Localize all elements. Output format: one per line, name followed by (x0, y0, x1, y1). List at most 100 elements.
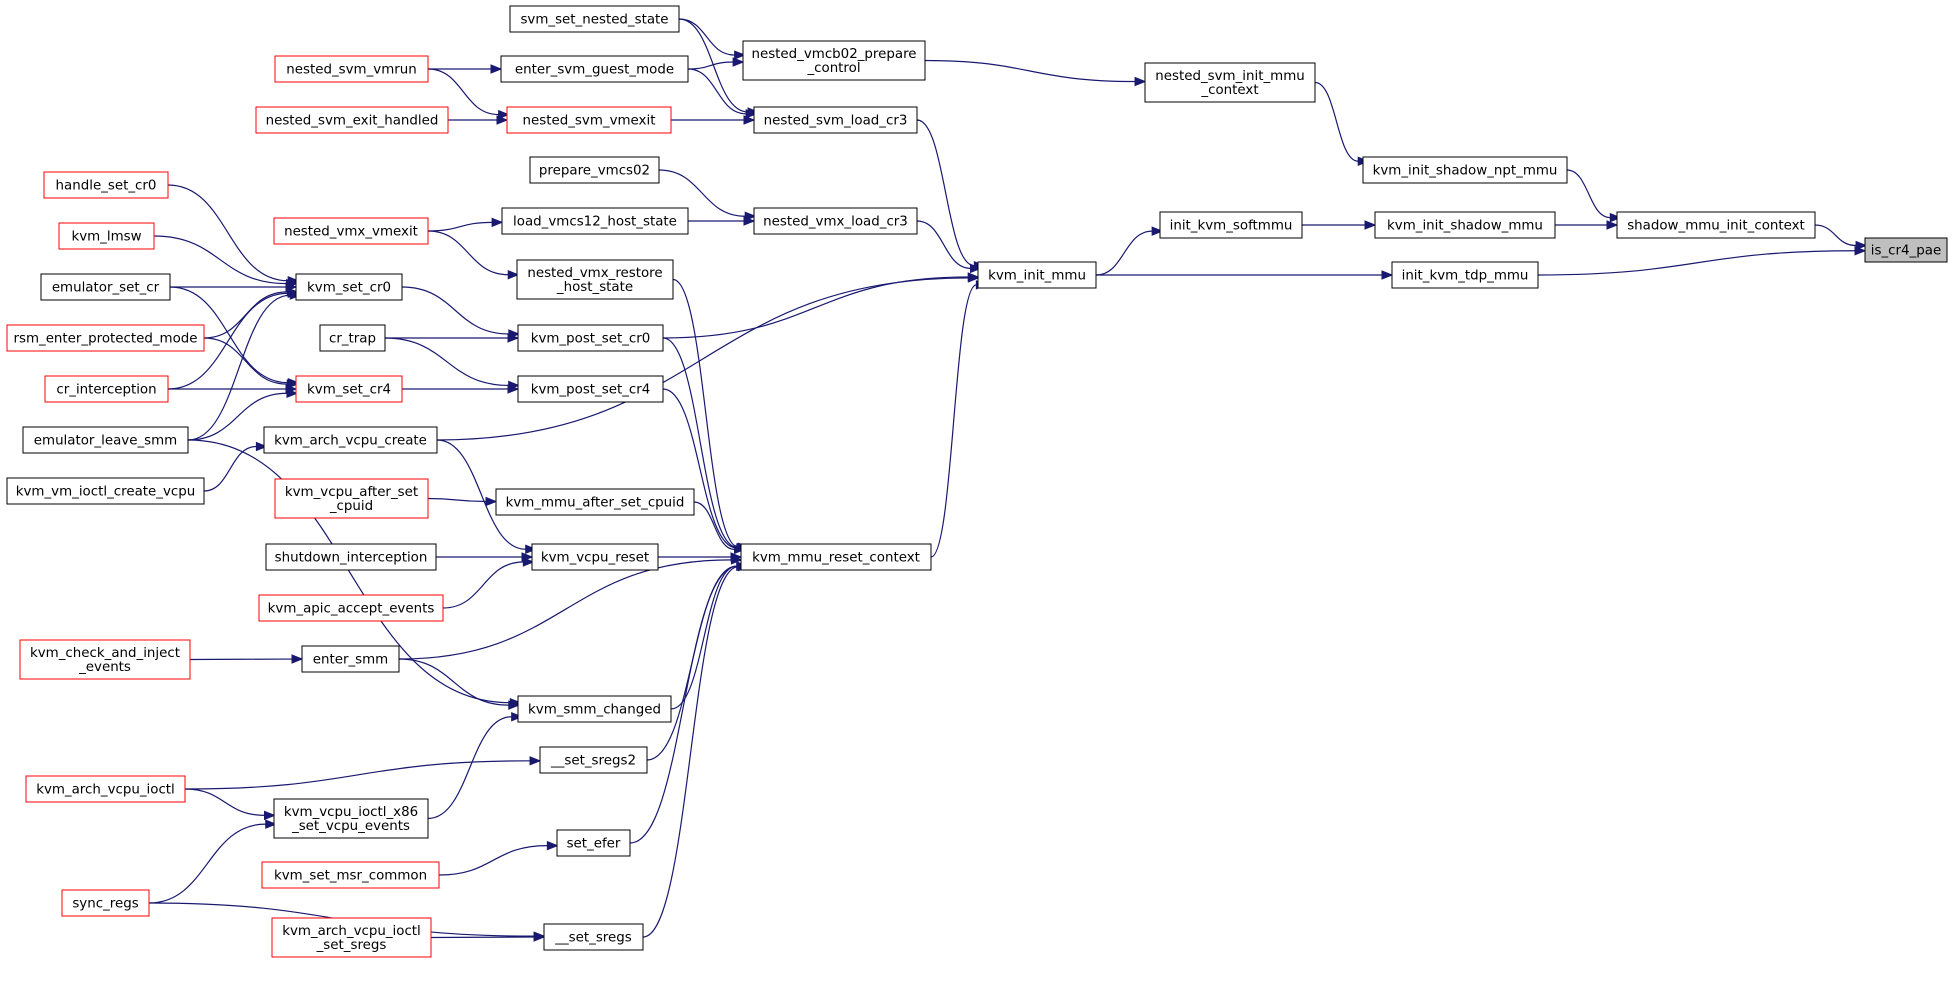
node-load_vmcs12_host_state[interactable]: load_vmcs12_host_state (501, 207, 689, 235)
edge-line (662, 276, 969, 339)
node-label: kvm_post_set_cr4 (531, 383, 651, 398)
node-kvm_init_shadow_mmu[interactable]: kvm_init_shadow_mmu (1374, 211, 1556, 239)
node-kvm_vcpu_ioctl_x86_set_vcpu_events[interactable]: kvm_vcpu_ioctl_x86_set_vcpu_events (273, 798, 429, 839)
edge-line (1314, 81, 1359, 162)
node-box (517, 375, 664, 403)
edge-line (436, 439, 526, 550)
node-label: _control (806, 61, 860, 76)
node-kvm_vm_ioctl_create_vcpu[interactable]: kvm_vm_ioctl_create_vcpu (6, 477, 205, 505)
node-emulator_set_cr[interactable]: emulator_set_cr (40, 273, 171, 301)
edge-cr_trap-to-kvm_post_set_cr0 (384, 333, 520, 343)
edge-line (427, 497, 487, 503)
node-__set_sregs[interactable]: __set_sregs (543, 923, 644, 951)
node-kvm_lmsw[interactable]: kvm_lmsw (58, 222, 155, 250)
node-label: kvm_arch_vcpu_ioctl (36, 783, 175, 798)
node-rsm_enter_protected_mode[interactable]: rsm_enter_protected_mode (6, 324, 205, 352)
node-set_efer[interactable]: set_efer (556, 829, 631, 857)
node-label: nested_svm_vmexit (523, 114, 656, 129)
node-handle_set_cr0[interactable]: handle_set_cr0 (43, 171, 169, 199)
node-init_kvm_softmmu[interactable]: init_kvm_softmmu (1159, 211, 1303, 239)
edge-line (670, 565, 737, 710)
node-shutdown_interception[interactable]: shutdown_interception (265, 543, 437, 571)
node-box (516, 259, 674, 300)
node-box (517, 324, 664, 352)
node-kvm_smm_changed[interactable]: kvm_smm_changed (517, 695, 672, 723)
node-init_kvm_tdp_mmu[interactable]: init_kvm_tdp_mmu (1391, 261, 1539, 289)
node-kvm_set_cr4[interactable]: kvm_set_cr4 (295, 375, 403, 403)
edge-layer (148, 18, 1868, 942)
node-label: _host_state (556, 280, 633, 295)
edge-kvm_arch_vcpu_ioctl-to-kvm_vcpu_ioctl_x86_set_vcpu_events (184, 788, 276, 821)
arrowhead-icon (265, 819, 278, 829)
node-label: nested_vmx_restore (527, 266, 662, 281)
node-kvm_vcpu_after_set_cpuid[interactable]: kvm_vcpu_after_set_cpuid (274, 478, 429, 519)
node-box (1391, 261, 1539, 289)
edge-kvm_init_shadow_mmu-to-shadow_mmu_init_context (1554, 220, 1619, 230)
node-emulator_leave_smm[interactable]: emulator_leave_smm (22, 426, 189, 454)
edge-sync_regs-to-kvm_vcpu_ioctl_x86_set_vcpu_events (148, 819, 278, 904)
edge-kvm_init_shadow_npt_mmu-to-shadow_mmu_init_context (1566, 169, 1622, 223)
node-label: is_cr4_pae (1871, 244, 1941, 259)
node-kvm_mmu_after_set_cpuid[interactable]: kvm_mmu_after_set_cpuid (495, 488, 695, 516)
node-kvm_mmu_reset_context[interactable]: kvm_mmu_reset_context (740, 543, 932, 571)
node-nested_vmx_vmexit[interactable]: nested_vmx_vmexit (273, 217, 429, 245)
node-__set_sregs2[interactable]: __set_sregs2 (539, 746, 648, 774)
node-svm_set_nested_state[interactable]: svm_set_nested_state (509, 5, 680, 33)
node-kvm_set_msr_common[interactable]: kvm_set_msr_common (261, 861, 440, 889)
arrowhead-icon (507, 384, 520, 394)
edge-rsm_enter_protected_mode-to-kvm_set_cr0 (203, 287, 299, 339)
node-nested_vmx_load_cr3[interactable]: nested_vmx_load_cr3 (753, 207, 918, 235)
node-kvm_set_cr0[interactable]: kvm_set_cr0 (295, 273, 403, 301)
edge-line (1566, 169, 1611, 219)
edge-cr_trap-to-kvm_post_set_cr4 (384, 337, 521, 391)
node-box (22, 426, 189, 454)
node-enter_smm[interactable]: enter_smm (301, 645, 400, 673)
node-label: enter_svm_guest_mode (515, 63, 674, 78)
edge-nested_vmx_vmexit-to-load_vmcs12_host_state (427, 217, 504, 232)
node-nested_vmx_restore_host_state[interactable]: nested_vmx_restore_host_state (516, 259, 674, 300)
node-kvm_init_mmu[interactable]: kvm_init_mmu (977, 261, 1097, 289)
node-cr_trap[interactable]: cr_trap (319, 324, 386, 352)
node-kvm_vcpu_reset[interactable]: kvm_vcpu_reset (531, 543, 659, 571)
edge-line (1814, 224, 1857, 247)
node-label: kvm_apic_accept_events (268, 602, 435, 617)
node-box (517, 695, 672, 723)
node-is_cr4_pae[interactable]: is_cr4_pae (1864, 237, 1948, 263)
node-kvm_post_set_cr0[interactable]: kvm_post_set_cr0 (517, 324, 664, 352)
node-shadow_mmu_init_context[interactable]: shadow_mmu_init_context (1616, 211, 1816, 239)
node-kvm_arch_vcpu_ioctl[interactable]: kvm_arch_vcpu_ioctl (25, 775, 186, 803)
node-nested_vmcb02_prepare_control[interactable]: nested_vmcb02_prepare_control (742, 40, 926, 81)
node-label: shadow_mmu_init_context (1627, 219, 1805, 234)
node-kvm_init_shadow_npt_mmu[interactable]: kvm_init_shadow_npt_mmu (1362, 156, 1568, 184)
node-sync_regs[interactable]: sync_regs (61, 889, 150, 917)
arrowhead-icon (1151, 226, 1164, 236)
edge-line (427, 230, 509, 276)
node-label: _set_sregs (316, 938, 387, 953)
node-kvm_arch_vcpu_ioctl_set_sregs[interactable]: kvm_arch_vcpu_ioctl_set_sregs (271, 917, 432, 958)
node-label: _context (1200, 83, 1258, 98)
node-nested_svm_exit_handled[interactable]: nested_svm_exit_handled (255, 106, 449, 134)
node-prepare_vmcs02[interactable]: prepare_vmcs02 (529, 156, 660, 184)
node-box (742, 40, 926, 81)
edge-line (203, 337, 288, 385)
edge-svm_set_nested_state-to-nested_vmcb02_prepare_control (678, 18, 746, 60)
node-kvm_apic_accept_events[interactable]: kvm_apic_accept_events (258, 594, 444, 622)
node-kvm_check_and_inject_events[interactable]: kvm_check_and_inject_events (19, 639, 191, 680)
node-box (977, 261, 1097, 289)
edge-__set_sregs2-to-kvm_mmu_reset_context (646, 561, 749, 761)
node-nested_svm_load_cr3[interactable]: nested_svm_load_cr3 (753, 106, 918, 134)
edge-line (401, 286, 509, 335)
edge-nested_svm_exit_handled-to-nested_svm_vmexit (448, 115, 509, 125)
edge-kvm_arch_vcpu_ioctl_set_sregs-to-__set_sregs (430, 932, 546, 942)
node-box (261, 861, 440, 889)
node-nested_svm_vmexit[interactable]: nested_svm_vmexit (506, 106, 672, 134)
node-kvm_post_set_cr4[interactable]: kvm_post_set_cr4 (517, 375, 664, 403)
node-box (301, 645, 400, 673)
node-kvm_arch_vcpu_create[interactable]: kvm_arch_vcpu_create (263, 426, 438, 454)
edge-line (184, 788, 265, 816)
node-enter_svm_guest_mode[interactable]: enter_svm_guest_mode (500, 55, 689, 83)
node-box (1864, 237, 1948, 263)
node-nested_svm_init_mmu_context[interactable]: nested_svm_init_mmu_context (1144, 62, 1316, 103)
node-nested_svm_vmrun[interactable]: nested_svm_vmrun (274, 55, 429, 83)
node-cr_interception[interactable]: cr_interception (44, 375, 169, 403)
